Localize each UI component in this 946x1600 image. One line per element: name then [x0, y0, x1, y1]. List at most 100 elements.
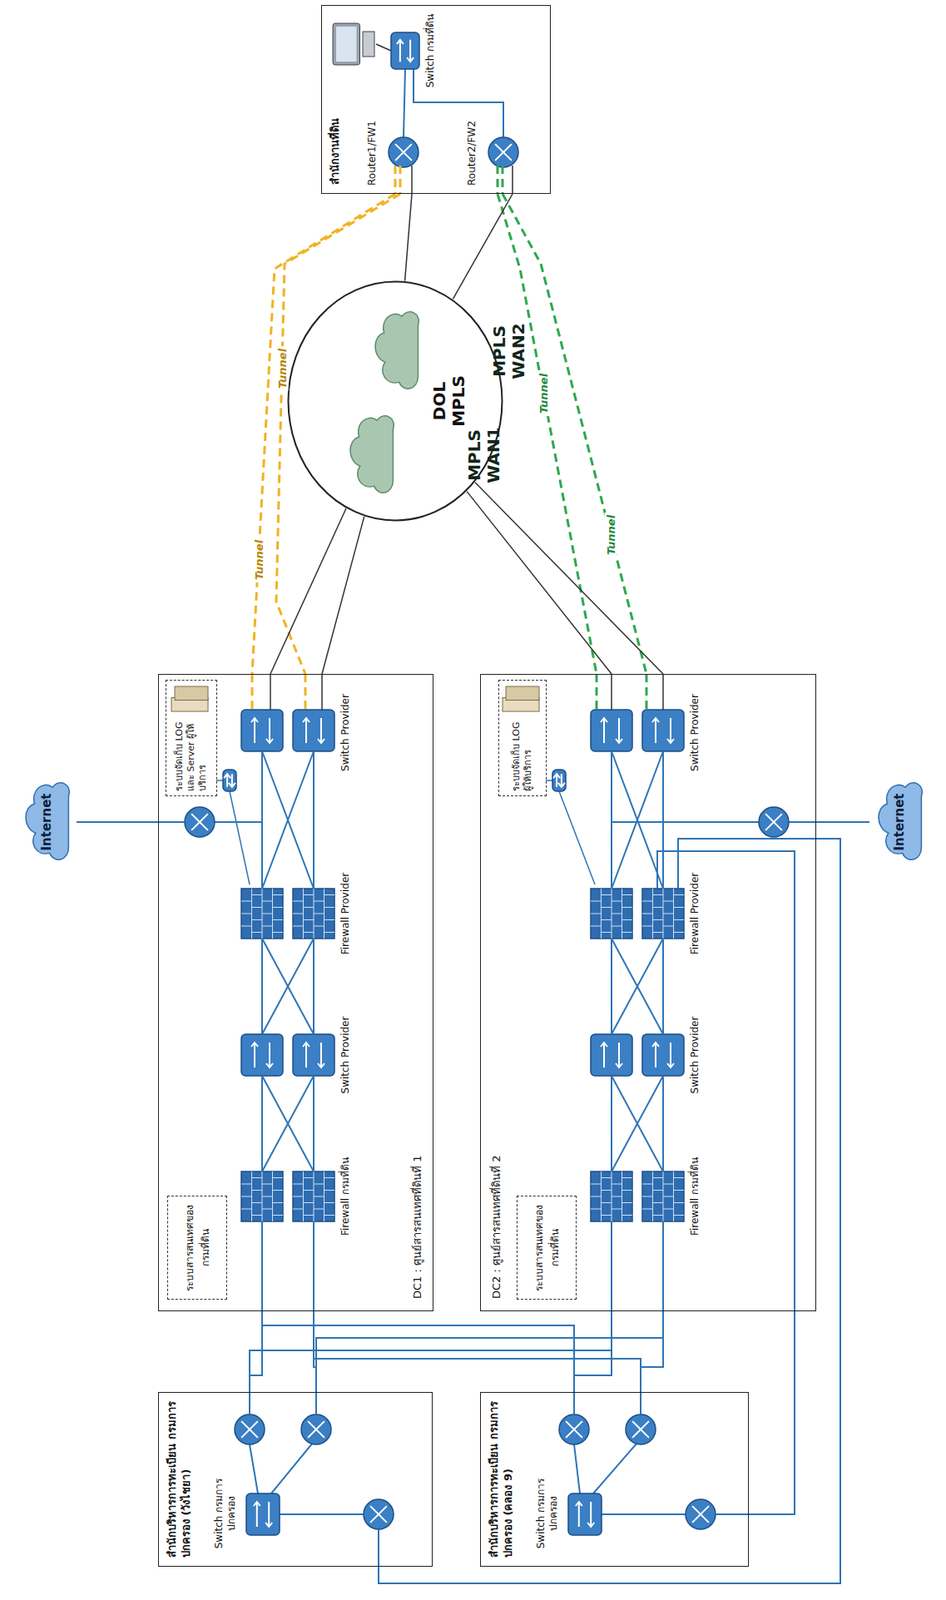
- router-icon: [363, 1499, 394, 1530]
- wire-stub: [399, 165, 402, 194]
- drawing-part: [642, 709, 684, 752]
- text-holder: สำนักบริหารการทะเบียน กรมการปกครอง (วังไ…: [165, 1401, 194, 1558]
- drawing-part: [391, 32, 420, 70]
- cloud-outline: [350, 416, 394, 493]
- link-connector: [816, 821, 870, 823]
- wire-stub: [662, 673, 664, 710]
- wire-stub: [269, 673, 272, 710]
- device-label: Switch Provider: [339, 1009, 352, 1101]
- data-center-box: DC2 : ศูนย์สารสนเทศที่ดินที่ 2ระบบสารสนเ…: [480, 673, 817, 1312]
- wire-stub: [639, 1391, 642, 1415]
- drawing-part: [301, 1414, 332, 1445]
- wire: [262, 938, 314, 1035]
- router-icon: [301, 1414, 332, 1445]
- link-connector: [640, 1311, 664, 1392]
- drawing-part: [590, 888, 633, 939]
- wire: [158, 821, 185, 823]
- drawing-part: [307, 1421, 325, 1438]
- drawing-part: [642, 1034, 684, 1076]
- wire-stub: [610, 1221, 613, 1312]
- router-icon: [685, 1499, 716, 1530]
- link-connector: [262, 1311, 575, 1392]
- node-title: DC2 : ศูนย์สารสนเทศที่ดินที่ 2: [487, 1155, 506, 1299]
- drawing-part: [692, 1505, 709, 1523]
- cloud-outline: [375, 312, 419, 389]
- switch-icon: [552, 769, 566, 792]
- drawing-part: [370, 1505, 387, 1523]
- drawing-part: [241, 709, 283, 752]
- drawing-part: [590, 1171, 633, 1222]
- drawing-part: [241, 1171, 283, 1222]
- ellipse-outline: [288, 282, 503, 521]
- drawing-part: [765, 813, 783, 831]
- router-icon: [388, 137, 419, 168]
- device-label: Switch กรมที่ดิน: [424, 9, 437, 93]
- tunnel-connector: [497, 193, 597, 674]
- wire: [662, 938, 664, 1035]
- router-icon: [184, 807, 215, 838]
- firewall-icon: [241, 888, 283, 939]
- link-connector: [270, 508, 347, 674]
- site-box: สำนักบริหารการทะเบียน กรมการปกครอง (คลอง…: [480, 1391, 749, 1567]
- node-title: DC1 : ศูนย์สารสนเทศที่ดินที่ 1: [408, 1155, 426, 1299]
- drawing-part: [552, 769, 566, 792]
- router-icon: [488, 137, 519, 168]
- text-holder: ระบบจัดเก็บ LOG และ Server ผู้ให้บริการ: [166, 712, 217, 796]
- text-holder: DOL MPLS: [430, 280, 469, 522]
- link-connector: [316, 1311, 664, 1392]
- switch-icon: [391, 32, 420, 70]
- switch-icon: [590, 709, 633, 752]
- drawing-part: [241, 888, 283, 939]
- node-title: ระบบจัดเก็บ LOG และ Server ผู้ให้บริการ: [173, 716, 209, 792]
- firewall-icon: [292, 888, 335, 939]
- drawing-part: [251, 718, 273, 743]
- drawing-part: [253, 1501, 273, 1527]
- link-connector: [748, 1311, 795, 1515]
- drawing-part: [292, 888, 335, 939]
- node-subtitle: WAN1: [484, 421, 504, 489]
- wire: [261, 1075, 263, 1172]
- device-label: Switch Provider: [688, 1009, 702, 1101]
- drawing-part: [241, 1421, 258, 1438]
- wire: [593, 1442, 638, 1494]
- wire: [788, 821, 817, 823]
- wire-stub: [573, 1391, 575, 1415]
- wire-stub: [248, 1391, 251, 1415]
- wire: [262, 1075, 314, 1172]
- router-icon: [559, 1414, 590, 1445]
- wire-stub: [315, 1391, 317, 1415]
- drawing-part: [590, 709, 633, 752]
- wire: [262, 1075, 314, 1172]
- tunnel-connector: [252, 193, 396, 674]
- wire: [611, 1075, 664, 1172]
- wire: [229, 791, 250, 885]
- text-holder: ระบบจัดเก็บ LOG ผู้ให้บริการ: [499, 712, 546, 796]
- wire-stub: [662, 1221, 664, 1312]
- mpls-cloud: MPLSWAN1: [341, 409, 402, 501]
- wire: [545, 779, 553, 782]
- drawing-part: [642, 1171, 684, 1222]
- drawing-part: [590, 1171, 633, 1222]
- wire-stub: [312, 1221, 315, 1312]
- wire-stub: [639, 1391, 642, 1415]
- firewall-icon: [292, 1171, 335, 1222]
- router-icon: [758, 807, 789, 838]
- text-holder: Internet: [869, 776, 930, 868]
- switch-icon: [642, 709, 684, 752]
- tunnel-connector: [276, 193, 401, 674]
- node-subtitle: WAN2: [509, 317, 529, 385]
- wire-stub: [304, 673, 308, 710]
- drawing-part: [600, 1042, 623, 1068]
- wire: [262, 938, 314, 1035]
- drawing-part: [332, 23, 361, 65]
- firewall-icon: [241, 1171, 283, 1222]
- drawing-part: [559, 1414, 590, 1445]
- wire-stub: [511, 165, 514, 194]
- drawing-part: [488, 137, 519, 168]
- drawing-part: [388, 137, 419, 168]
- link-connector: [405, 193, 412, 282]
- drawing-part: [642, 888, 684, 939]
